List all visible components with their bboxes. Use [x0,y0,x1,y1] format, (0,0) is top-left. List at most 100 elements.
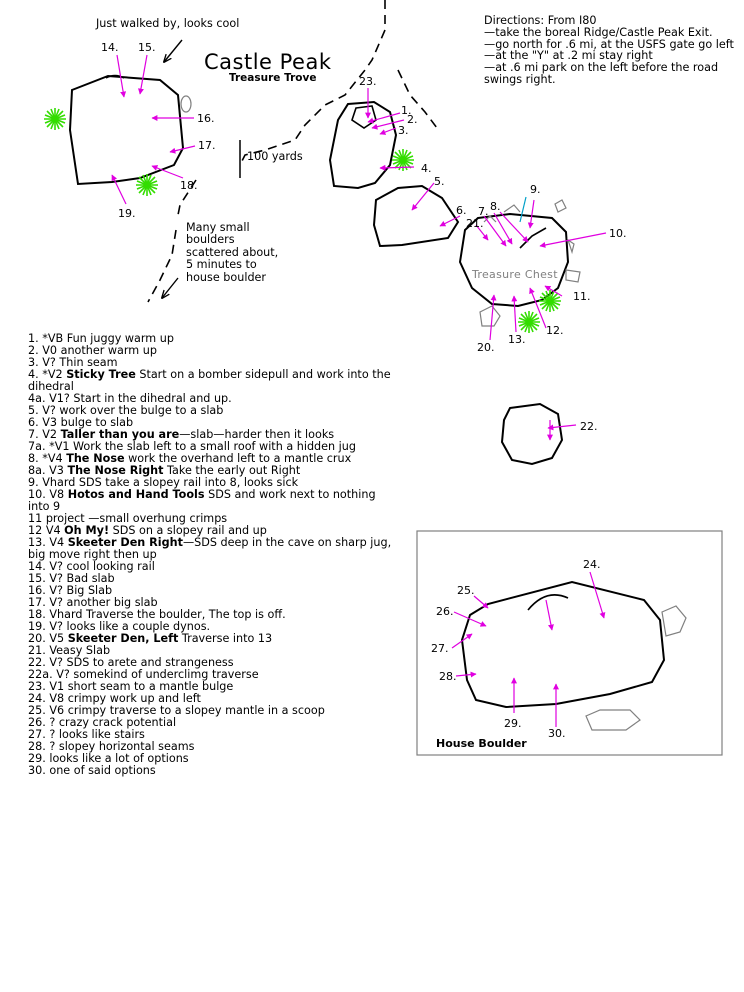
problem-grade: V? [42,356,56,369]
problem-desc: cool looking rail [66,560,155,573]
problem-grade: Vhard [42,476,76,489]
problem-desc: short seam to a mantle bulge [67,680,234,693]
map-number: 29. [504,717,522,730]
walked-by-arrow [164,39,183,62]
problem-row: 20. V5 Skeeter Den, Left Traverse into 1… [28,633,393,645]
problem-id: 16. [28,584,46,597]
problem-grade: *V4 [42,452,63,465]
problem-grade: V? [49,584,63,597]
problem-desc: bulge to slab [60,416,134,429]
map-number: 1. [401,104,412,117]
problem-row: 30. one of said options [28,765,393,777]
map-number: 14. [101,41,119,54]
map-number: 19. [118,207,136,220]
note-line: house boulder [186,270,267,284]
problem-row: 8. *V4 The Nose work the overhand left t… [28,453,393,465]
problem-id: 19. [28,620,46,633]
problem-id: 8. [28,452,39,465]
map-number: 16. [197,112,215,125]
problem-desc: Traverse the boulder, The top is off. [86,608,286,621]
problem-row: 21. Veasy Slab [28,645,393,657]
problem-row: 28. ? slopey horizontal seams [28,741,393,753]
small-rock [180,95,192,113]
problem-row: 6. V3 bulge to slab [28,417,393,429]
map-number: 24. [583,558,601,571]
problem-grade: V1? [49,392,70,405]
problem-grade: V? [42,404,56,417]
map-number: 23. [359,75,377,88]
problem-desc: —small overhung crimps [88,512,228,525]
problem-desc: crimpy work up and left [67,692,201,705]
problem-name: Sticky Tree [66,368,136,381]
map-number: 21. [466,217,484,230]
problem-grade: V? [49,656,63,669]
problem-grade: V2 [42,428,58,441]
problem-row: 1. *VB Fun juggy warm up [28,333,393,345]
problem-desc: Take the early out Right [167,464,301,477]
problem-desc: SDS on a slopey rail and up [112,524,267,537]
note-line: scattered about, [186,245,279,259]
problem-id: 27. [28,728,46,741]
problem-id: 17. [28,596,46,609]
problem-desc: Big Slab [66,584,113,597]
problem-desc: SDS and work next to nothing into 9 [28,488,376,513]
problem-desc: slopey horizontal seams [58,740,195,753]
problem-id: 15. [28,572,46,585]
problem-id: 14. [28,560,46,573]
map-number: 27. [431,642,449,655]
problem-name: Hotos and Hand Tools [67,488,205,501]
map-number: 22. [580,420,598,433]
problem-name: The Nose Right [67,464,164,477]
problem-desc: Work the slab left to a small roof with … [73,440,356,453]
house-boulder [460,580,666,709]
directions: Directions: From I80 —take the boreal Ri… [484,15,739,86]
map-number: 7. [478,205,489,218]
problem-id: 28. [28,740,46,753]
problem-id: 24. [28,692,46,705]
problem-row: 12 V4 Oh My! SDS on a slopey rail and up [28,525,393,537]
problem-row: 27. ? looks like stairs [28,729,393,741]
map-number: 26. [436,605,454,618]
problem-row: 29. looks like a lot of options [28,753,393,765]
map-number: 30. [548,727,566,740]
problem-id: 29. [28,752,46,765]
problem-grade: V? [56,668,70,681]
problem-grade: *V1 [49,440,70,453]
problem-row: 15. V? Bad slab [28,573,393,585]
problem-id: 4. [28,368,39,381]
boulder-5 [372,184,460,248]
map-number: 17. [198,139,216,152]
map-number: 10. [609,227,627,240]
problem-id: 22. [28,656,46,669]
problem-grade: V8 [49,692,65,705]
directions-line: —go north for .6 mi, at the USFS gate go… [484,37,734,51]
map-number: 2. [407,113,418,126]
problem-row: 23. V1 short seam to a mantle bulge [28,681,393,693]
map-number: 6. [456,204,467,217]
problem-desc: crimpy traverse to a slopey mantle in a … [67,704,325,717]
problem-grade: V? [49,596,63,609]
problem-id: 1. [28,332,39,345]
problem-desc: Traverse into 13 [181,632,273,645]
trail-path [147,0,438,303]
note-line: boulders [186,233,235,247]
problem-desc: somekind of underclimg traverse [73,668,259,681]
problem-id: 7. [28,428,39,441]
problem-row: 2. V0 another warm up [28,345,393,357]
problem-grade: V4 [49,536,65,549]
problem-id: 23. [28,680,46,693]
boulder-treasure-chest [458,212,570,308]
treasure-chest-label: Treasure Chest [472,268,558,281]
map-number: 25. [457,584,475,597]
problem-desc: another big slab [66,596,158,609]
directions-line: —take the boreal Ridge/Castle Peak Exit. [484,25,713,39]
problem-grade: V? [49,572,63,585]
map-number: 20. [477,341,495,354]
problem-desc: looks like a lot of options [49,752,189,765]
small-boulders-note: Many small boulders scattered about, 5 m… [186,221,279,284]
problem-name: Taller than you are [60,428,180,441]
problem-id: 8a. [28,464,46,477]
problem-grade: project [45,512,85,525]
map-number: 13. [508,333,526,346]
